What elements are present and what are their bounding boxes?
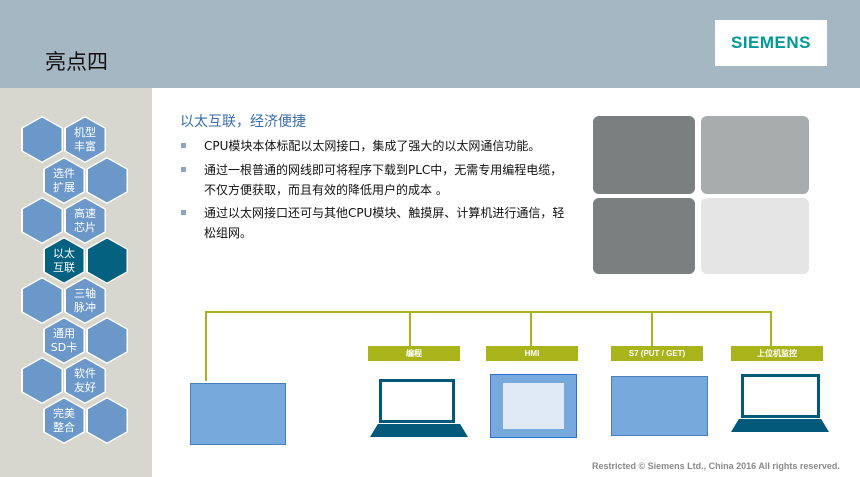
bullet-item: 通过一根普通的网线即可将程序下载到PLC中，无需专用编程电缆，不仅方便获取，而且… <box>181 160 566 200</box>
product-photo <box>701 198 809 274</box>
bullet-item: 通过以太网接口还可与其他CPU模块、触摸屏、计算机进行通信，轻松组网。 <box>181 203 566 243</box>
hex-nav-item[interactable]: 高速 芯片 <box>64 197 106 244</box>
network-line <box>205 311 771 313</box>
hex-fill <box>22 117 62 162</box>
hex-decoration <box>21 357 63 404</box>
header: 亮点四 SIEMENS <box>0 0 860 88</box>
laptop-icon <box>379 379 455 423</box>
hex-nav-item[interactable]: 完美 整合 <box>43 397 85 444</box>
bullet-item: CPU模块本体标配以太网接口，集成了强大的以太网通信功能。 <box>181 136 566 156</box>
hex-decoration <box>21 277 63 324</box>
laptop-base <box>731 419 829 432</box>
hex-fill <box>87 318 127 363</box>
hex-fill <box>87 398 127 443</box>
siemens-logo: SIEMENS <box>715 20 827 66</box>
plc-cpu-icon <box>190 383 286 445</box>
hex-label: 机型 丰富 <box>65 117 105 162</box>
product-photo <box>593 198 695 274</box>
hex-label: 软件 友好 <box>65 358 105 403</box>
product-photo <box>701 116 809 194</box>
bullet-text: CPU模块本体标配以太网接口，集成了强大的以太网通信功能。 <box>204 139 541 153</box>
hex-label: 完美 整合 <box>44 398 84 443</box>
hex-label: 选件 扩展 <box>44 158 84 203</box>
laptop-icon <box>741 374 820 418</box>
hex-nav-item[interactable]: 三轴 脉冲 <box>64 277 106 324</box>
hex-decoration <box>86 317 128 364</box>
hex-fill <box>87 238 127 283</box>
hex-decoration <box>86 397 128 444</box>
plc-icon <box>611 376 708 436</box>
hex-nav-item[interactable]: 通用 SD卡 <box>43 317 85 364</box>
network-drop <box>205 311 207 381</box>
hex-label: 高速 芯片 <box>65 198 105 243</box>
hex-fill <box>87 158 127 203</box>
hmi-panel-icon <box>490 374 577 438</box>
laptop-base <box>370 424 468 437</box>
hex-fill <box>22 198 62 243</box>
network-drop <box>409 311 411 346</box>
label-s7: S7 (PUT / GET) <box>611 346 703 361</box>
hex-fill <box>22 358 62 403</box>
hex-nav-item[interactable]: 软件 友好 <box>64 357 106 404</box>
product-photo <box>593 116 695 194</box>
network-drop <box>651 311 653 346</box>
bullet-text: 通过一根普通的网线即可将程序下载到PLC中，无需专用编程电缆，不仅方便获取，而且… <box>204 163 563 197</box>
footer-copyright: Restricted © Siemens Ltd., China 2016 Al… <box>592 461 840 471</box>
label-hmi: HMI <box>486 346 578 361</box>
network-drop <box>530 311 532 346</box>
hex-label: 三轴 脉冲 <box>65 278 105 323</box>
label-monitoring: 上位机监控 <box>731 346 823 361</box>
hex-label: 通用 SD卡 <box>44 318 84 363</box>
bullet-text: 通过以太网接口还可与其他CPU模块、触摸屏、计算机进行通信，轻松组网。 <box>204 206 565 240</box>
hex-label: 以太 互联 <box>44 238 84 283</box>
hex-fill <box>22 278 62 323</box>
hex-decoration <box>21 116 63 163</box>
section-heading: 以太互联，经济便捷 <box>180 114 306 130</box>
network-drop <box>770 311 772 346</box>
label-programming: 编程 <box>368 346 460 361</box>
page-title: 亮点四 <box>45 50 108 74</box>
